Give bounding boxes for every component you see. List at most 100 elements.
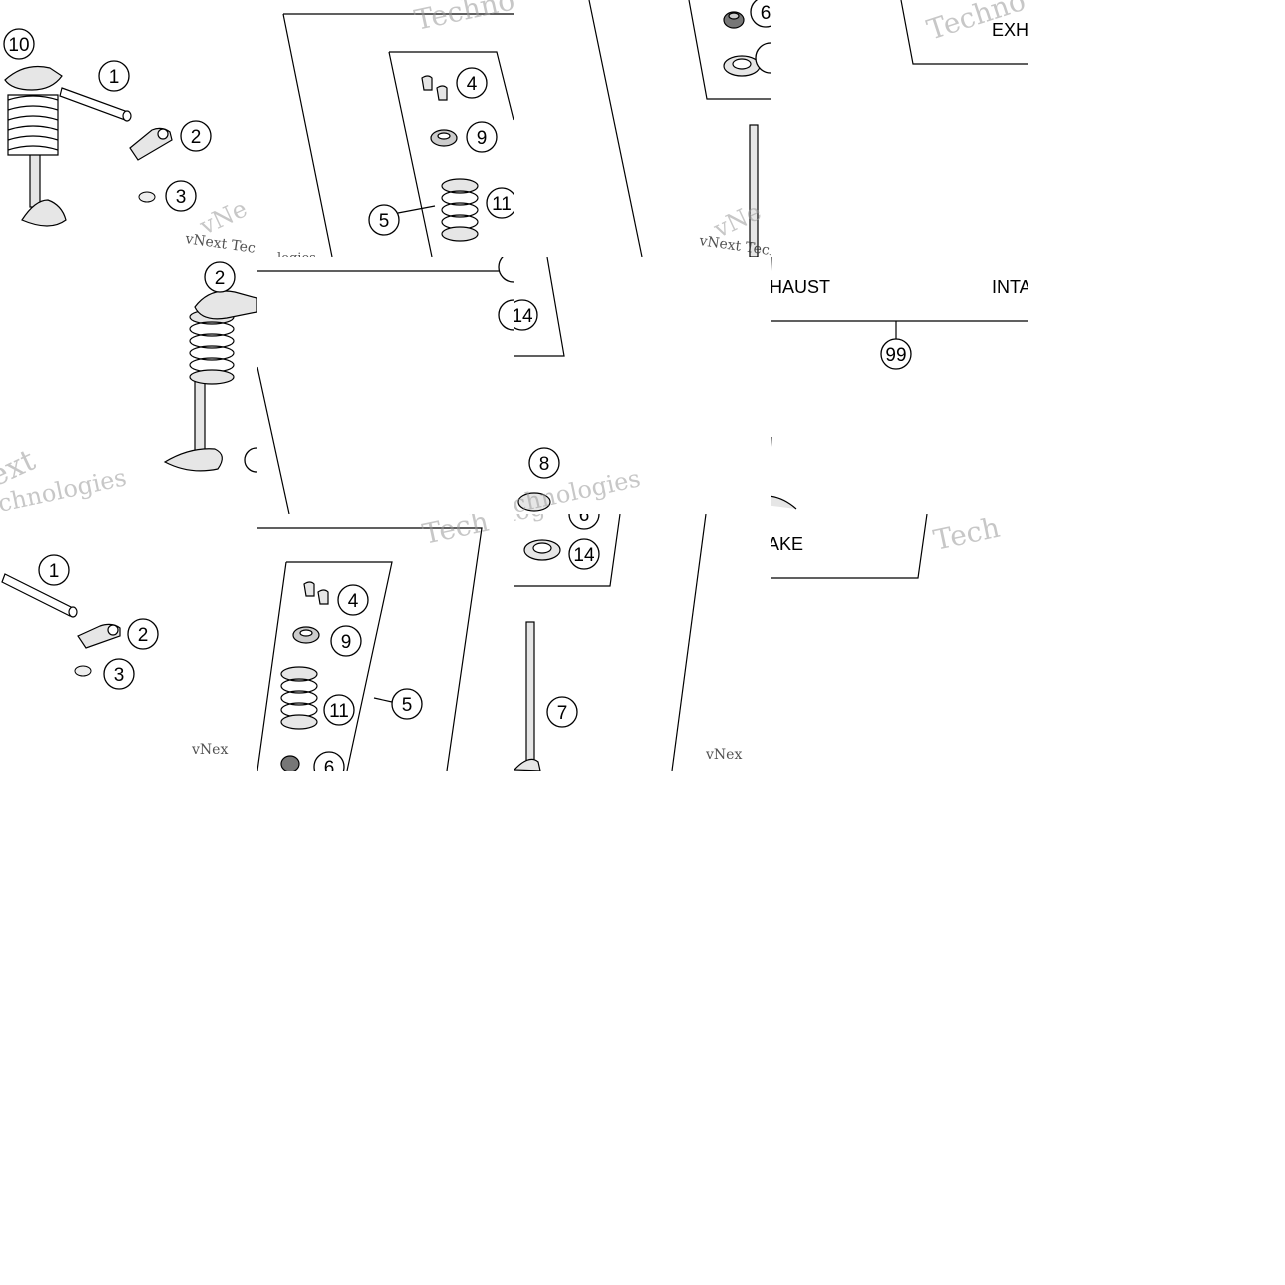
tile-exhaust-label: EXH Techno: [771, 0, 1028, 257]
callout-3: 3: [165, 180, 197, 212]
callout-2: 2: [127, 618, 159, 650]
svg-text:9: 9: [341, 632, 352, 653]
callout-partial: [498, 299, 514, 331]
valve-stem-seal: [280, 755, 300, 771]
svg-text:6: 6: [761, 3, 771, 24]
watermark-text: vNex: [705, 747, 742, 763]
tile-rocker-assembly: 10 1 2 3 vNext Tec vNe: [0, 0, 257, 257]
svg-text:2: 2: [138, 625, 149, 646]
callout-4: 4: [337, 584, 369, 616]
callout-partial: [755, 42, 771, 74]
intake-label-drawing: AKE Tech: [771, 514, 1003, 579]
callout-partial: [244, 447, 257, 473]
watermark-text: Techno: [412, 0, 514, 37]
watermark-text: vNext Tec: [183, 231, 256, 257]
valve-stem-seal: [723, 11, 745, 29]
svg-text:1: 1: [109, 67, 120, 88]
callout-5: 5: [368, 204, 400, 236]
callout-7: 7: [546, 696, 578, 728]
svg-text:11: 11: [329, 701, 349, 722]
watermark-text: Tech: [420, 514, 492, 551]
callout-6: 6: [750, 0, 771, 28]
tile-spring-group-lower: 4 9 11 5 6 Tech: [257, 514, 514, 771]
callout-9: 9: [466, 121, 498, 153]
rocker-assembly-drawing: 10 1 2 3 vNext Tec vNe: [3, 28, 257, 257]
intake-valve: [514, 621, 541, 771]
tile-intake-label: AKE Tech: [771, 514, 1028, 771]
callout-99: 99: [880, 338, 912, 370]
watermark-text: logies: [277, 251, 316, 257]
svg-text:14: 14: [514, 306, 533, 327]
tile-assembled-valve: 2 ext chnologies: [0, 257, 257, 514]
tile-exhaust-intake-bracket: HAUST INTA 99 logies: [771, 257, 1028, 514]
spring-seat-washer: [523, 539, 561, 561]
svg-text:1: 1: [49, 561, 60, 582]
tile-frame-lines: [257, 257, 514, 514]
rocker-arm: [129, 127, 173, 161]
spring-group-lower-drawing: 4 9 11 5 6 Tech: [257, 514, 492, 771]
svg-text:4: 4: [348, 591, 359, 612]
svg-text:2: 2: [215, 268, 226, 289]
intake-valve: [749, 124, 759, 257]
assembled-valve-drawing: 2 ext chnologies: [0, 261, 257, 514]
callout-10: 10: [3, 28, 35, 60]
svg-text:99: 99: [885, 345, 906, 366]
svg-text:3: 3: [176, 187, 187, 208]
callout-5: 5: [391, 688, 423, 720]
seat-group-drawing: 14 8 chnologies: [514, 257, 643, 514]
spring-retainer-drawing: 4 9 5 11 Techno logies: [277, 0, 514, 257]
assembled-valve: [163, 290, 257, 472]
svg-text:9: 9: [477, 128, 488, 149]
callout-14: 14: [514, 299, 538, 331]
tile-rocker-parts: 1 2 3 vNex: [0, 514, 257, 771]
callout-9: 9: [330, 625, 362, 657]
svg-text:4: 4: [467, 74, 478, 95]
rocker-parts-drawing: 1 2 3 vNex: [1, 554, 228, 758]
callout-6: 6: [313, 751, 345, 771]
svg-text:8: 8: [539, 454, 550, 475]
svg-text:2: 2: [191, 127, 202, 148]
valve-spring: [441, 178, 479, 242]
svg-text:7: 7: [557, 703, 568, 724]
rocker-shaft: [59, 87, 132, 122]
svg-text:14: 14: [573, 545, 595, 566]
callout-14: 14: [568, 538, 600, 570]
callout-8: 8: [528, 447, 560, 479]
svg-text:5: 5: [379, 211, 390, 232]
rocker-shaft: [1, 573, 78, 618]
tile-valve-seal-group: 6 vNext Techn vNe: [514, 0, 771, 257]
valve-keepers: [421, 75, 448, 101]
callout-2: 2: [180, 120, 212, 152]
tile-seat-group: 14 8 chnologies: [514, 257, 771, 514]
exhaust-label-drawing: EXH Techno: [900, 0, 1028, 65]
svg-text:10: 10: [8, 35, 29, 56]
callout-1: 1: [38, 554, 70, 586]
tile-spring-retainer-group: 4 9 5 11 Techno logies: [257, 0, 514, 257]
spring-retainer: [430, 129, 458, 147]
svg-text:6: 6: [324, 758, 335, 771]
exhaust-intake-bracket-drawing: HAUST INTA 99 logies: [771, 257, 1028, 510]
spring-seat-washer: [723, 55, 761, 77]
callout-6: 6: [568, 514, 600, 530]
valve-spring-assembly: [4, 65, 67, 227]
callout-partial: [498, 257, 514, 283]
valve-seat-ring: [517, 492, 551, 512]
valve-keepers: [303, 581, 329, 605]
frame-lines-drawing: [257, 257, 514, 514]
callout-4: 4: [456, 67, 488, 99]
svg-text:6: 6: [579, 514, 590, 526]
exhaust-label: HAUST: [771, 277, 830, 297]
svg-text:11: 11: [492, 194, 512, 215]
callout-3: 3: [103, 658, 135, 690]
intake-label: AKE: [771, 534, 803, 554]
spring-retainer: [292, 626, 320, 644]
intake-label: INTA: [992, 277, 1028, 297]
valve-seal-drawing: 6 vNext Techn vNe: [588, 0, 771, 257]
callout-11: 11: [486, 187, 514, 219]
valve-lower-drawing: 6 14 7 logies vNex: [514, 514, 742, 771]
callout-2: 2: [204, 261, 236, 293]
tile-valve-lower: 6 14 7 logies vNex: [514, 514, 771, 771]
callout-1: 1: [98, 60, 130, 92]
watermark-text: vNex: [191, 742, 228, 758]
valve-shim: [74, 665, 92, 677]
